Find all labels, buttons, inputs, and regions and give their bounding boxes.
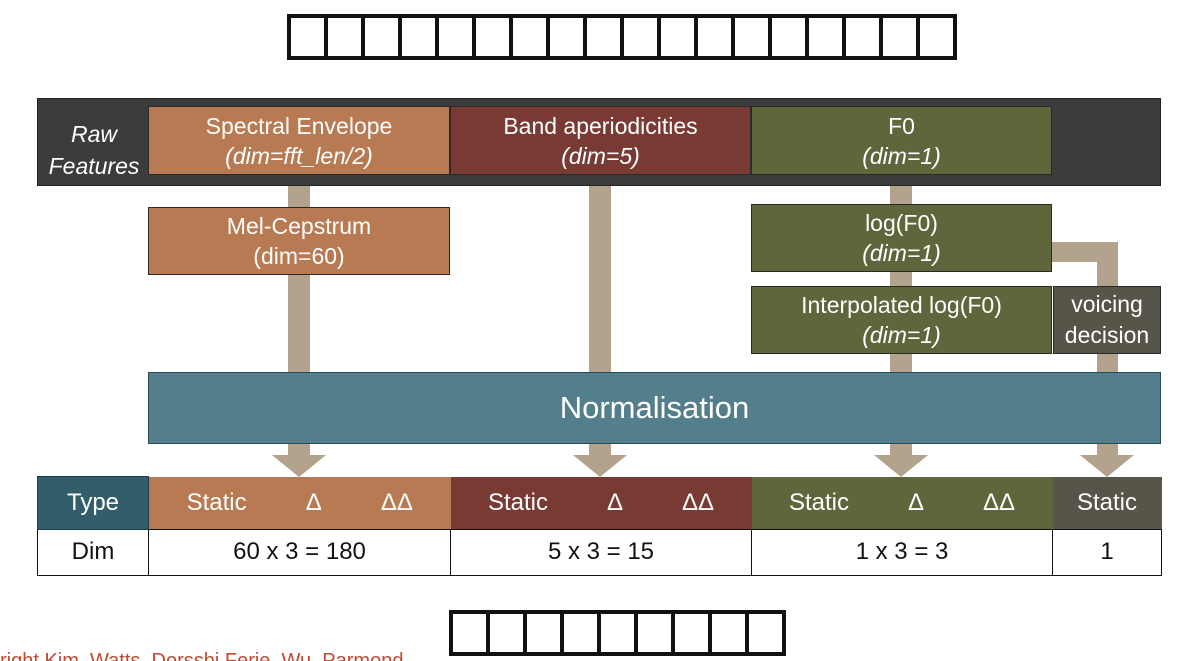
delta-delta-label: ΔΔ (380, 488, 413, 516)
frame-cell (523, 610, 564, 656)
type-row: Type Static Δ ΔΔ Static Δ ΔΔ Static Δ ΔΔ… (37, 476, 1162, 530)
raw-label-line2: Features (48, 153, 140, 179)
mel-cepstrum-title: Mel-Cepstrum (226, 213, 372, 239)
delta-label: Δ (907, 488, 924, 516)
voicing-line2: decision (1064, 322, 1150, 348)
mel-cepstrum-box: Mel-Cepstrum (dim=60) (148, 207, 450, 275)
arrowhead-f0 (874, 455, 928, 477)
arrowhead-spectral (272, 455, 326, 477)
frame-cell (671, 610, 712, 656)
dim-header: Dim (37, 528, 149, 576)
frame-cell (805, 14, 846, 60)
delta-label: Δ (305, 488, 322, 516)
dim-row: Dim 60 x 3 = 180 5 x 3 = 15 1 x 3 = 3 1 (37, 528, 1162, 576)
mel-cepstrum-dim: (dim=60) (253, 243, 345, 269)
frame-cell (694, 14, 735, 60)
normalisation-label: Normalisation (559, 390, 750, 425)
log-f0-box: log(F0) (dim=1) (751, 204, 1052, 272)
band-aperiodicities-dim: (dim=5) (561, 142, 640, 169)
frame-cell (597, 610, 638, 656)
spectral-envelope-dim: (dim=fft_len/2) (225, 142, 373, 169)
frame-cell (583, 14, 624, 60)
static-label: Static (186, 488, 247, 516)
f0-box: F0 (dim=1) (751, 106, 1052, 175)
dim-band: 5 x 3 = 15 (450, 528, 752, 576)
frame-cell (634, 610, 675, 656)
voicing-line1: voicing (1071, 291, 1143, 317)
type-group-f0: Static Δ ΔΔ (751, 476, 1053, 529)
top-frame-strip (287, 14, 957, 60)
delta-label: Δ (606, 488, 623, 516)
arrowhead-voicing (1080, 455, 1134, 477)
spectral-envelope-box: Spectral Envelope (dim=fft_len/2) (148, 106, 450, 175)
frame-cell (486, 610, 527, 656)
band-aperiodicities-box: Band aperiodicities (dim=5) (450, 106, 751, 175)
frame-cell (657, 14, 698, 60)
delta-delta-label: ΔΔ (681, 488, 714, 516)
frame-cell (361, 14, 402, 60)
f0-title: F0 (888, 112, 915, 139)
frame-cell (745, 610, 786, 656)
frame-cell (546, 14, 587, 60)
feature-table: Type Static Δ ΔΔ Static Δ ΔΔ Static Δ ΔΔ… (37, 476, 1162, 576)
static-label: Static (487, 488, 548, 516)
delta-delta-label: ΔΔ (982, 488, 1015, 516)
static-label: Static (1076, 488, 1138, 516)
frame-cell (842, 14, 883, 60)
voicing-decision-box: voicing decision (1053, 286, 1161, 354)
interp-log-f0-title: Interpolated log(F0) (801, 292, 1002, 318)
frame-cell (435, 14, 476, 60)
footer-credit: right Kim, Watts, Dorsshi Ferie, Wu, Par… (0, 651, 440, 661)
frame-cell (509, 14, 550, 60)
frame-cell (916, 14, 957, 60)
frame-cell (324, 14, 365, 60)
frame-cell (449, 610, 490, 656)
log-f0-dim: (dim=1) (862, 240, 941, 266)
frame-cell (560, 610, 601, 656)
dim-f0: 1 x 3 = 3 (751, 528, 1053, 576)
interp-log-f0-dim: (dim=1) (862, 322, 941, 348)
raw-label-line1: Raw (70, 121, 117, 147)
type-group-band: Static Δ ΔΔ (450, 476, 752, 529)
type-group-spectral: Static Δ ΔΔ (148, 476, 451, 529)
frame-cell (620, 14, 661, 60)
dim-spectral: 60 x 3 = 180 (148, 528, 451, 576)
raw-features-label: Raw Features (40, 118, 148, 182)
frame-cell (472, 14, 513, 60)
interp-log-f0-box: Interpolated log(F0) (dim=1) (751, 286, 1052, 354)
type-header: Type (37, 476, 149, 530)
frame-cell (879, 14, 920, 60)
spectral-envelope-title: Spectral Envelope (205, 112, 393, 139)
frame-cell (731, 14, 772, 60)
normalisation-block: Normalisation (148, 372, 1161, 444)
f0-dim: (dim=1) (862, 142, 941, 169)
bottom-frame-strip (449, 610, 786, 656)
frame-cell (398, 14, 439, 60)
frame-cell (768, 14, 809, 60)
arrowhead-band (573, 455, 627, 477)
type-group-voicing: Static (1052, 476, 1162, 529)
frame-cell (708, 610, 749, 656)
frame-cell (287, 14, 328, 60)
band-aperiodicities-title: Band aperiodicities (503, 112, 698, 139)
static-label: Static (788, 488, 849, 516)
dim-voicing: 1 (1052, 528, 1162, 576)
log-f0-title: log(F0) (865, 210, 938, 236)
